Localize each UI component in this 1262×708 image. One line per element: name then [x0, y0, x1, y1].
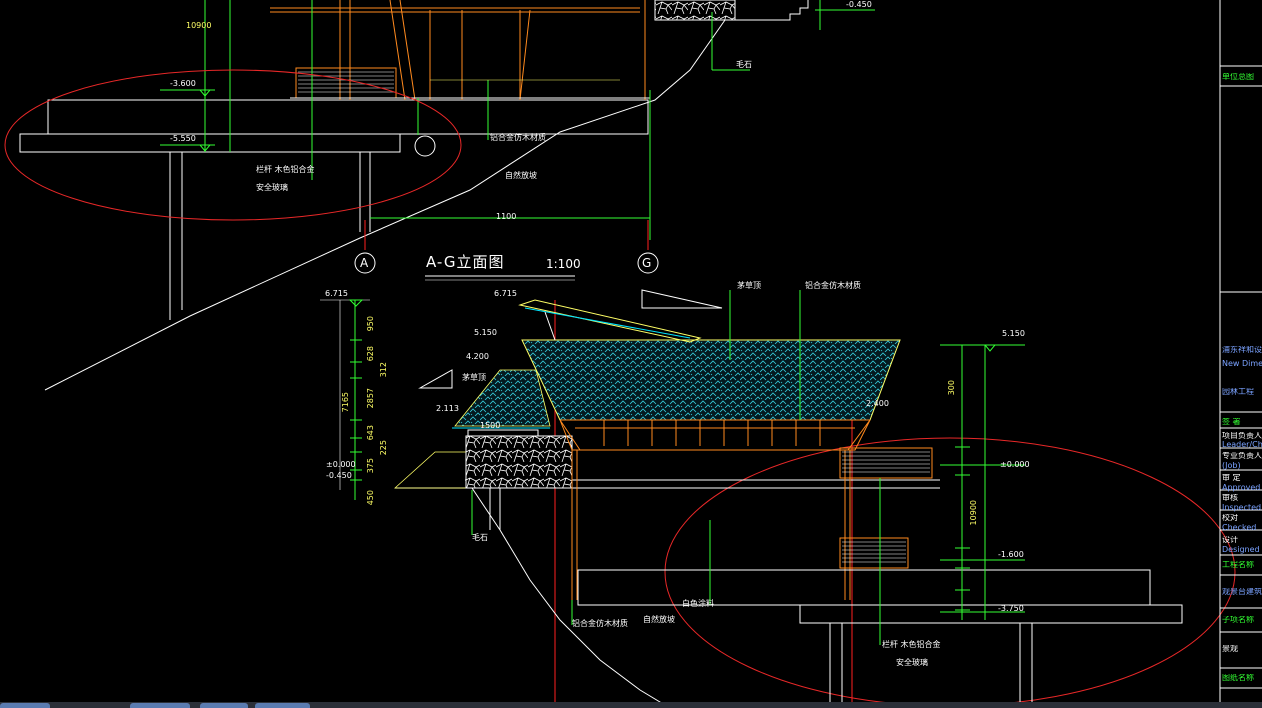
label-natural-slope-top: 自然放坡 [505, 171, 537, 180]
taskbar-button[interactable] [0, 703, 50, 708]
elevation-minus-5550: -5.550 [170, 134, 196, 143]
dim-right-1: 300 [947, 380, 956, 396]
label-alu-wood-bottom: 铝合金仿木材质 [572, 619, 628, 628]
label-alu-wood-top: 铝合金仿木材质 [490, 133, 546, 142]
elevation-4200: 4.200 [466, 352, 489, 361]
dim-left-2: 628 [366, 346, 375, 362]
taskbar-button[interactable] [200, 703, 248, 708]
dim-top-total: 10900 [186, 21, 212, 30]
tb-company-cn: 浦东祥和设计 [1222, 346, 1262, 354]
label-safety-bottom: 安全玻璃 [896, 658, 928, 667]
label-maoshi-top: 毛石 [736, 60, 752, 69]
tb-role-2-en: Leader/Chief [1222, 441, 1262, 449]
drawing-scale: 1:100 [546, 257, 581, 271]
dim-left-5: 643 [366, 425, 375, 441]
elevation-minus-0450-top: -0.450 [846, 0, 872, 9]
tb-role-4: 审 定 [1222, 474, 1241, 482]
dim-left-1: 950 [366, 316, 375, 332]
dim-left-3: 312 [379, 362, 388, 378]
revision-cloud-top [4, 69, 462, 221]
dim-left-total: 7165 [341, 392, 350, 413]
elevation-minus-1600: -1.600 [998, 550, 1024, 559]
tb-role-3-en: (Job) [1222, 462, 1241, 470]
axis-bubble-a[interactable] [354, 252, 376, 274]
tb-role-2: 项目负责人 [1222, 432, 1262, 440]
dim-left-7: 375 [366, 458, 375, 474]
label-thatch-small: 茅草顶 [462, 373, 486, 382]
label-natural-slope-bottom: 自然放坡 [643, 615, 675, 624]
elevation-2400: 2.400 [866, 399, 889, 408]
taskbar-button[interactable] [130, 703, 190, 708]
elevation-2113: 2.113 [436, 404, 459, 413]
label-rail-top: 栏杆 木色铝合金 [256, 165, 315, 174]
dim-1500: 1500 [480, 421, 501, 430]
label-maoshi-bottom: 毛石 [472, 533, 488, 542]
tb-company-en: New Dimension [1222, 360, 1262, 368]
dim-left-6: 225 [379, 440, 388, 456]
label-rail-bottom: 栏杆 木色铝合金 [882, 640, 941, 649]
os-taskbar [0, 702, 1262, 708]
label-safety-top: 安全玻璃 [256, 183, 288, 192]
upper-elevation-drawing [19, 0, 875, 391]
tb-role-1: 签 署 [1222, 418, 1241, 426]
drawing-title: A-G立面图 [426, 253, 505, 271]
elevation-6715-left: 6.715 [325, 289, 348, 298]
title-block-frame [1219, 0, 1262, 708]
elevation-pm000: ±0.000 [326, 460, 356, 469]
elevation-minus-3600: -3.600 [170, 79, 196, 88]
tb-role-7-en: Designed [1222, 546, 1260, 554]
tb-section-1: 单位总图 [1222, 73, 1254, 81]
tb-drawing-name: 景观 [1222, 645, 1238, 653]
tb-section-3: 子项名称 [1222, 616, 1254, 624]
tb-role-4-en: Approved [1222, 484, 1261, 492]
label-white-paint: 白色涂料 [682, 599, 714, 608]
tb-role-5: 审核 [1222, 494, 1238, 502]
label-thatch-main: 茅草顶 [737, 281, 761, 290]
axis-label-g: G [642, 256, 652, 270]
taskbar-button[interactable] [255, 703, 310, 708]
main-elevation-drawing [320, 289, 1183, 708]
tb-project-name: 观景台建筑 [1222, 588, 1262, 596]
tb-role-6: 校对 [1222, 514, 1238, 522]
label-alu-wood-mid: 铝合金仿木材质 [805, 281, 861, 290]
elevation-5150: 5.150 [474, 328, 497, 337]
tb-role-6-en: Checked [1222, 524, 1257, 532]
elevation-minus-0450: -0.450 [326, 471, 352, 480]
axis-bubble-g[interactable] [637, 252, 659, 274]
elevation-6715-roof: 6.715 [494, 289, 517, 298]
dim-span: 1100 [496, 212, 517, 221]
elevation-minus-3750: -3.750 [998, 604, 1024, 613]
tb-role-5-en: Inspected [1222, 504, 1262, 512]
tb-role-3: 专业负责人 [1222, 452, 1262, 460]
dim-left-8: 450 [366, 490, 375, 506]
elevation-pm000-right: ±0.000 [1000, 460, 1030, 469]
elevation-5150-right: 5.150 [1002, 329, 1025, 338]
tb-section-4: 图纸名称 [1222, 674, 1254, 682]
axis-label-a: A [360, 256, 369, 270]
tb-role-7: 设计 [1222, 536, 1238, 544]
tb-company-sub: 园林工程 [1222, 388, 1254, 396]
dim-left-4: 2857 [366, 388, 375, 409]
dim-right-total: 10900 [969, 500, 978, 526]
tb-section-2: 工程名称 [1222, 561, 1254, 569]
